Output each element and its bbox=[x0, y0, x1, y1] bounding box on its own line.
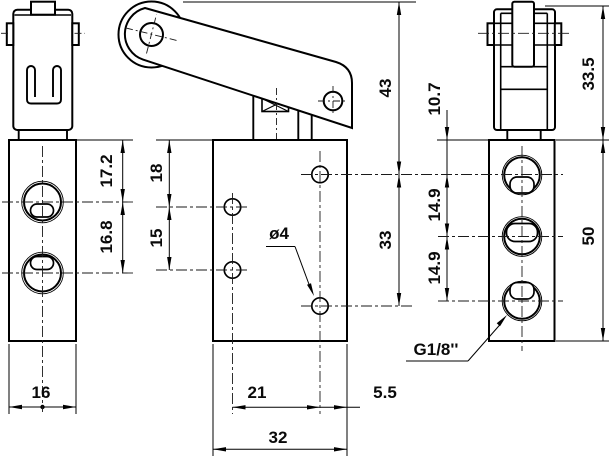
spring-window bbox=[26, 65, 62, 105]
dim-15-label: 15 bbox=[147, 229, 166, 248]
dim-17-2-label: 17.2 bbox=[97, 154, 116, 187]
dim-18-label: 18 bbox=[147, 164, 166, 183]
dim-16-label: 16 bbox=[32, 383, 51, 402]
extension-lines bbox=[8, 1, 609, 456]
left-roller-fork bbox=[5, 0, 80, 140]
pin-tab-left bbox=[5, 22, 15, 46]
hole-diameter-callout: ø4 bbox=[269, 224, 289, 243]
dim-21-label: 21 bbox=[248, 383, 267, 402]
dim-33-label: 33 bbox=[376, 231, 395, 250]
pin-tab-right bbox=[71, 22, 80, 46]
lever-arm bbox=[123, 6, 353, 130]
roller-edge bbox=[30, 0, 56, 16]
dim-10-7-label: 10.7 bbox=[425, 82, 444, 115]
roller-lever-assembly bbox=[117, 0, 353, 140]
dimension-arrowheads bbox=[9, 2, 606, 452]
thread-leader-arrow bbox=[496, 315, 507, 327]
dim-14-9a-label: 14.9 bbox=[425, 188, 444, 221]
dim-32-label: 32 bbox=[269, 428, 288, 447]
dia4-leader-arrow bbox=[307, 283, 314, 296]
port-thread-callout: G1/8'' bbox=[414, 340, 459, 359]
dim-50-label: 50 bbox=[579, 227, 598, 246]
right-side-view bbox=[486, 0, 563, 342]
dim-14-9b-label: 14.9 bbox=[425, 251, 444, 284]
dim-16-8-label: 16.8 bbox=[97, 220, 116, 253]
dim-5-5-label: 5.5 bbox=[373, 383, 397, 402]
front-view bbox=[117, 0, 353, 342]
right-roller-fork bbox=[486, 0, 563, 140]
dimension-labels: 16 17.2 16.8 18 15 43 33 10.7 14.9 14.9 … bbox=[32, 57, 598, 447]
pin-tab-left bbox=[486, 22, 495, 46]
dim-43-label: 43 bbox=[376, 79, 395, 98]
dim-33-5-label: 33.5 bbox=[579, 57, 598, 90]
center-lines bbox=[1, 14, 569, 414]
roller-front bbox=[511, 0, 535, 68]
pin-tab-right bbox=[553, 22, 563, 46]
